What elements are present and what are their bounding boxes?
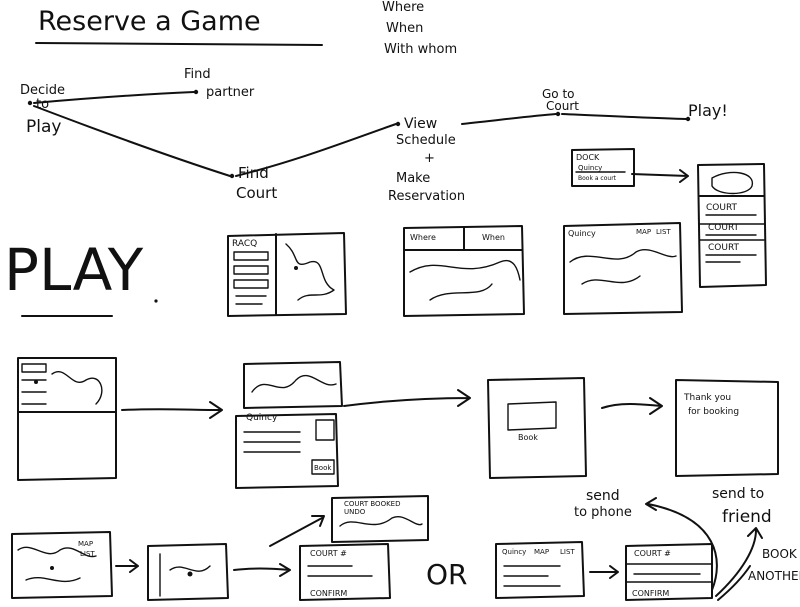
svg-text:LIST: LIST (80, 550, 95, 558)
arrow-send-to-phone (645, 497, 718, 591)
svg-text:MAP: MAP (78, 540, 93, 548)
arrow-row4-2 (233, 563, 291, 577)
edge-view-go (461, 113, 557, 125)
decide-label-3: Play (26, 117, 61, 137)
svg-text:COURT: COURT (708, 223, 740, 233)
arrow-dock-to-list (631, 169, 689, 183)
arrow-row4-1 (115, 559, 139, 573)
svg-text:Thank you: Thank you (683, 393, 731, 403)
svg-text:CONFIRM: CONFIRM (310, 589, 347, 598)
court-list-phone: COURT COURT COURT (697, 163, 767, 288)
brand-dot (154, 299, 158, 303)
svg-text:COURT BOOKED: COURT BOOKED (344, 500, 400, 508)
decide-label-1: Decide (20, 83, 65, 98)
svg-text:for booking: for booking (688, 407, 739, 417)
svg-text:Quincy: Quincy (246, 413, 278, 423)
play-label: Play! (688, 101, 728, 120)
journey-flow: Decide to Play Find partner Find Court V… (20, 67, 728, 204)
book-another-label-2: ANOTHER (748, 569, 800, 583)
svg-text:Book a court: Book a court (578, 175, 617, 182)
go-to-court-node (555, 111, 561, 117)
svg-text:Quincy: Quincy (578, 164, 602, 172)
view-label-1: View (404, 116, 437, 132)
play-brand: PLAY (4, 236, 144, 304)
arrow-to-court-booked (269, 515, 325, 547)
view-label-5: Reservation (388, 189, 465, 204)
edge-court-view (235, 123, 397, 177)
view-label-3: + (424, 151, 435, 166)
screen-small-map-pin (147, 543, 229, 601)
find-court-node (229, 173, 235, 179)
svg-text:Where: Where (410, 233, 436, 242)
arrow-row3-1 (121, 401, 223, 419)
send-to-phone-label-2: to phone (574, 505, 632, 520)
arrow-send-to-friend (715, 527, 763, 597)
svg-text:COURT: COURT (706, 203, 738, 213)
view-label-4: Make (396, 171, 430, 186)
find-court-label-2: Court (236, 184, 277, 202)
view-node (395, 121, 401, 127)
arrow-row3-3 (601, 397, 663, 415)
screen-quincy-maplist: Quincy MAP LIST (563, 222, 683, 315)
svg-text:LIST: LIST (656, 228, 671, 236)
svg-text:Book: Book (314, 464, 332, 472)
edge-decide-partner (33, 91, 195, 104)
svg-text:UNDO: UNDO (344, 508, 366, 516)
find-court-label-1: Find (238, 164, 269, 182)
svg-text:LIST: LIST (560, 548, 575, 556)
svg-text:MAP: MAP (636, 228, 651, 236)
book-another-label-1: BOOK (762, 547, 798, 561)
or-label: OR (426, 558, 468, 591)
svg-text:COURT: COURT (708, 243, 740, 253)
svg-text:Quincy: Quincy (568, 229, 596, 238)
svg-text:Book: Book (518, 433, 538, 442)
question-with-whom: With whom (384, 42, 457, 57)
screen-phone-map-list (17, 357, 117, 481)
title-underline (35, 42, 323, 46)
play-node (685, 116, 691, 122)
svg-text:RACQ: RACQ (232, 239, 257, 249)
dock-card: DOCK Quincy Book a court (571, 148, 635, 187)
svg-text:CONFIRM: CONFIRM (632, 589, 669, 598)
svg-text:DOCK: DOCK (576, 153, 600, 162)
svg-text:When: When (482, 233, 505, 242)
decide-node (27, 100, 33, 106)
arrow-row3-2 (343, 389, 471, 407)
find-partner-label-2: partner (206, 85, 255, 100)
svg-text:COURT #: COURT # (634, 549, 671, 558)
go-to-court-label-1: Go to (542, 87, 575, 101)
send-to-friend-label-1: send to (712, 486, 764, 502)
find-partner-label-1: Find (184, 67, 211, 82)
screen-thank-you: Thank you for booking (675, 379, 779, 477)
svg-text:MAP: MAP (534, 548, 549, 556)
find-partner-node (193, 89, 199, 95)
screen-list-map: RACQ (227, 232, 347, 317)
screen-where-when: Where When (403, 225, 525, 317)
page-title: Reserve a Game (38, 6, 261, 37)
screen-quincy-map-list: Quincy MAP LIST (495, 541, 585, 599)
question-where: Where (382, 0, 424, 15)
send-to-phone-label-1: send (586, 488, 620, 504)
svg-text:Quincy: Quincy (502, 548, 526, 556)
screen-court-confirm-2: COURT # CONFIRM (625, 543, 713, 601)
screen-court-booked: COURT BOOKED UNDO (331, 495, 429, 543)
send-to-friend-label-2: friend (722, 507, 772, 527)
edge-decide-court (33, 105, 231, 177)
question-when: When (386, 21, 423, 36)
svg-text:COURT #: COURT # (310, 549, 347, 558)
screen-book: Book (487, 377, 587, 479)
arrow-book-another (717, 565, 751, 601)
screen-map-detail: Quincy Book (235, 361, 343, 489)
edge-go-play (561, 113, 687, 120)
view-label-2: Schedule (396, 133, 456, 148)
arrow-row4-3 (589, 565, 619, 579)
screen-court-confirm: COURT # CONFIRM (299, 543, 391, 601)
screen-small-map: MAP LIST (11, 531, 113, 599)
go-to-court-label-2: Court (546, 99, 579, 113)
